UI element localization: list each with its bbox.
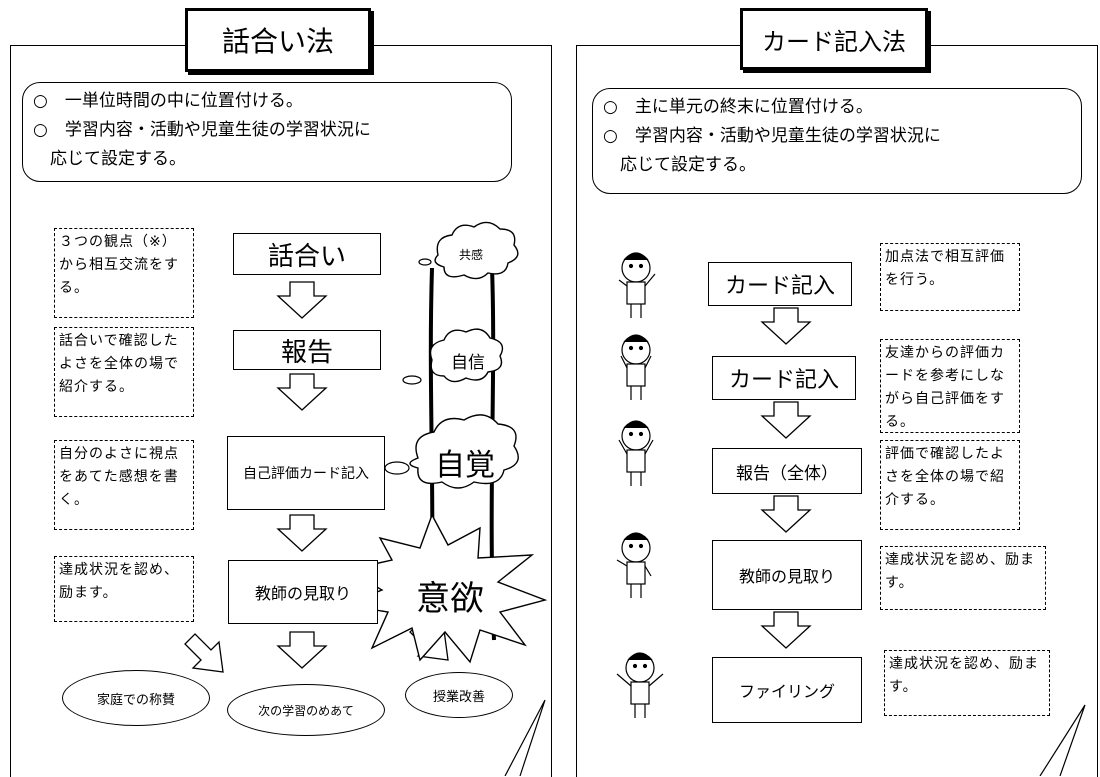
left-note-1: ３つの観点（※）から相互交流をする。 [54,228,194,318]
summary-line: 応じて設定する。 [603,155,756,175]
right-note-2: 友達からの評価カードを参考にしながら自己評価をする。 [880,339,1020,433]
bubble-confidence: 自信 [451,352,485,373]
right-note-5: 達成状況を認め、励ます。 [884,650,1050,716]
right-step-teacher-observation: 教師の見取り [712,540,862,610]
child-figures [616,252,664,718]
left-summary: ○ 一単位時間の中に位置付ける。 ○ 学習内容・活動や児童生徒の学習状況に 応じ… [22,82,512,182]
summary-line: ○ 学習内容・活動や児童生徒の学習状況に [603,126,941,146]
summary-line: ○ 主に単元の終末に位置付ける。 [603,97,873,117]
bubble-empathy: 共感 [458,247,483,262]
summary-line: 応じて設定する。 [33,149,186,169]
left-title: 話合い法 [185,8,371,72]
right-step-card-entry-2: カード記入 [712,356,856,400]
left-note-2: 話合いで確認したよさを全体の場で紹介する。 [54,327,194,417]
right-step-report-all: 報告（全体） [712,448,862,494]
left-step-report: 報告 [233,330,381,370]
right-title: カード記入法 [740,8,928,70]
right-summary: ○ 主に単元の終末に位置付ける。 ○ 学習内容・活動や児童生徒の学習状況に 応じ… [592,88,1082,194]
outcome-home-praise: 家庭での称賛 [62,670,210,726]
summary-line: ○ 一単位時間の中に位置付ける。 [33,91,303,111]
right-step-card-entry-1: カード記入 [708,262,852,306]
left-step-self-evaluation: 自己評価カード記入 [227,436,385,510]
right-note-4: 達成状況を認め、励ます。 [880,546,1046,610]
bubble-awareness: 自覚 [435,448,495,483]
left-note-3: 自分のよさに視点をあてた感想を書く。 [54,440,194,530]
bubble-motivation: 意欲 [416,578,484,619]
left-step-teacher-observation: 教師の見取り [228,560,378,624]
right-note-3: 評価で確認したよさを全体の場で紹介する。 [880,440,1020,530]
outcome-lesson-improvement: 授業改善 [405,672,513,718]
right-note-1: 加点法で相互評価を行う。 [880,243,1020,311]
outcome-next-goal: 次の学習のめあて [227,684,385,736]
right-step-filing: ファイリング [712,657,862,723]
left-note-4: 達成状況を認め、励ます。 [54,556,194,622]
left-step-discussion: 話合い [233,233,381,275]
summary-line: ○ 学習内容・活動や児童生徒の学習状況に [33,120,371,140]
